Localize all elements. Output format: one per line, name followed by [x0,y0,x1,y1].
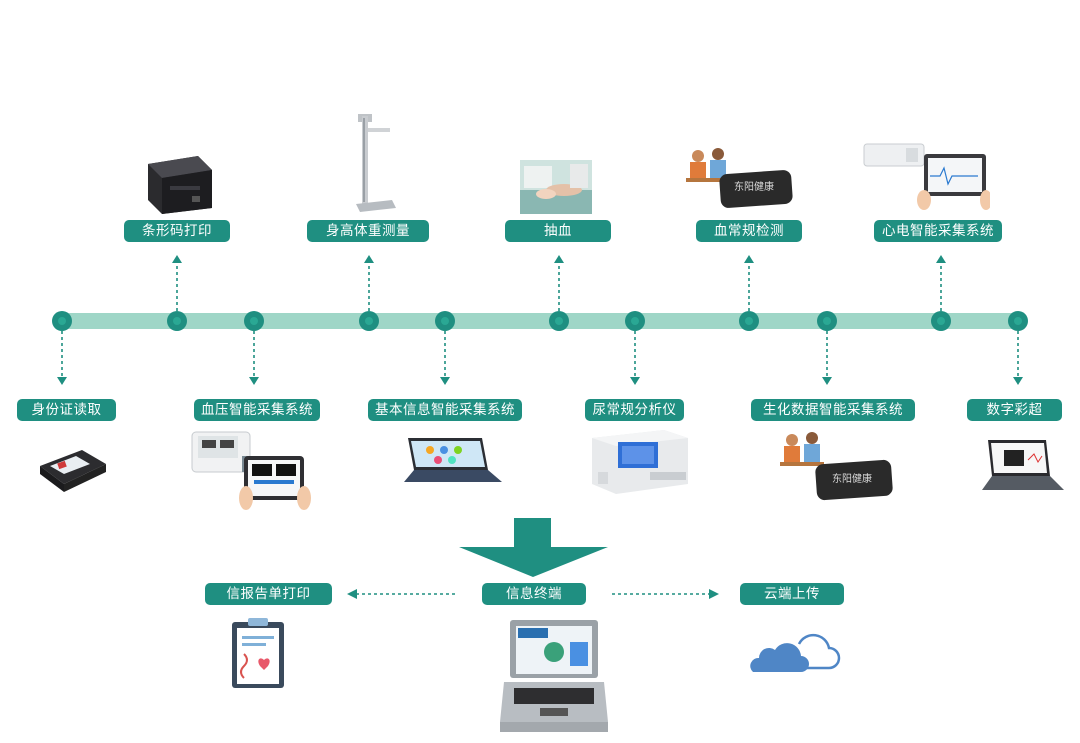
step-label-barcode-print: 条形码打印 [124,220,230,242]
flow-down-arrow [459,518,608,577]
cloud-icon [750,633,841,672]
step-label-urine: 尿常规分析仪 [585,399,684,421]
tablet-icon [404,438,502,482]
barcode-printer-icon [148,156,212,214]
output-label-info-terminal: 信息终端 [482,583,586,605]
timeline-node [435,311,455,331]
device-brand-text: 东阳健康 [832,472,872,485]
step-label-id-card: 身份证读取 [17,399,116,421]
biochem-analyzer-icon: 东阳健康 [780,432,893,501]
timeline-node [52,311,72,331]
step-label-basic-info: 基本信息智能采集系统 [368,399,522,421]
blood-pressure-monitor-icon [191,431,311,510]
report-document-icon [232,618,284,688]
timeline-node [817,311,837,331]
timeline-node [1008,311,1028,331]
step-label-biochem: 生化数据智能采集系统 [751,399,915,421]
blood-draw-photo-icon [520,160,592,214]
timeline-track [62,313,1020,329]
device-brand-text: 东阳健康 [734,180,774,193]
step-label-ultrasound: 数字彩超 [967,399,1062,421]
urine-analyzer-icon [592,430,688,494]
timeline-node [739,311,759,331]
output-label-report-print: 信报告单打印 [205,583,332,605]
height-weight-scale-icon [356,114,396,212]
blood-analyzer-icon: 东阳健康 [686,148,793,208]
id-card-reader-icon [40,450,106,492]
timeline-node [625,311,645,331]
timeline-node [549,311,569,331]
timeline-node [167,311,187,331]
info-terminal-icon [500,620,608,732]
timeline-node [359,311,379,331]
step-label-blood-routine: 血常规检测 [696,220,802,242]
output-label-cloud-upload: 云端上传 [740,583,844,605]
ecg-device-icon [863,143,990,210]
step-label-ecg: 心电智能采集系统 [874,220,1002,242]
step-label-blood-pressure: 血压智能采集系统 [194,399,320,421]
ultrasound-laptop-icon [982,440,1064,490]
step-label-height-weight: 身高体重测量 [307,220,429,242]
step-label-blood-draw: 抽血 [505,220,611,242]
timeline-node [244,311,264,331]
timeline-node [931,311,951,331]
